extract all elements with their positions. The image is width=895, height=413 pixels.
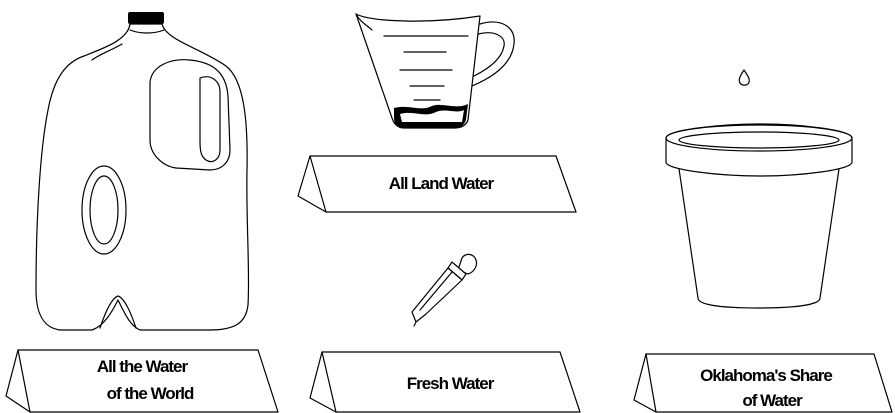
card-fresh-water: Fresh Water <box>309 351 581 413</box>
label-oklahoma-line2: of Water <box>742 391 803 410</box>
eye-dropper-illustration <box>411 253 478 327</box>
card-all-land-water: All Land Water <box>297 155 577 213</box>
card-oklahoma-share: Oklahoma's Share of Water <box>633 353 893 413</box>
water-jug-illustration <box>35 12 250 331</box>
label-fresh-water: Fresh Water <box>407 374 495 393</box>
label-all-water-line1: All the Water <box>97 357 189 376</box>
measuring-cup-illustration <box>355 13 515 129</box>
water-drop-icon <box>738 69 750 86</box>
label-all-land-water: All Land Water <box>389 174 495 193</box>
label-oklahoma-line1: Oklahoma's Share <box>700 366 832 385</box>
flower-pot-illustration <box>665 69 853 309</box>
card-all-water-world: All the Water of the World <box>5 349 279 413</box>
label-all-water-line2: of the World <box>107 384 194 403</box>
